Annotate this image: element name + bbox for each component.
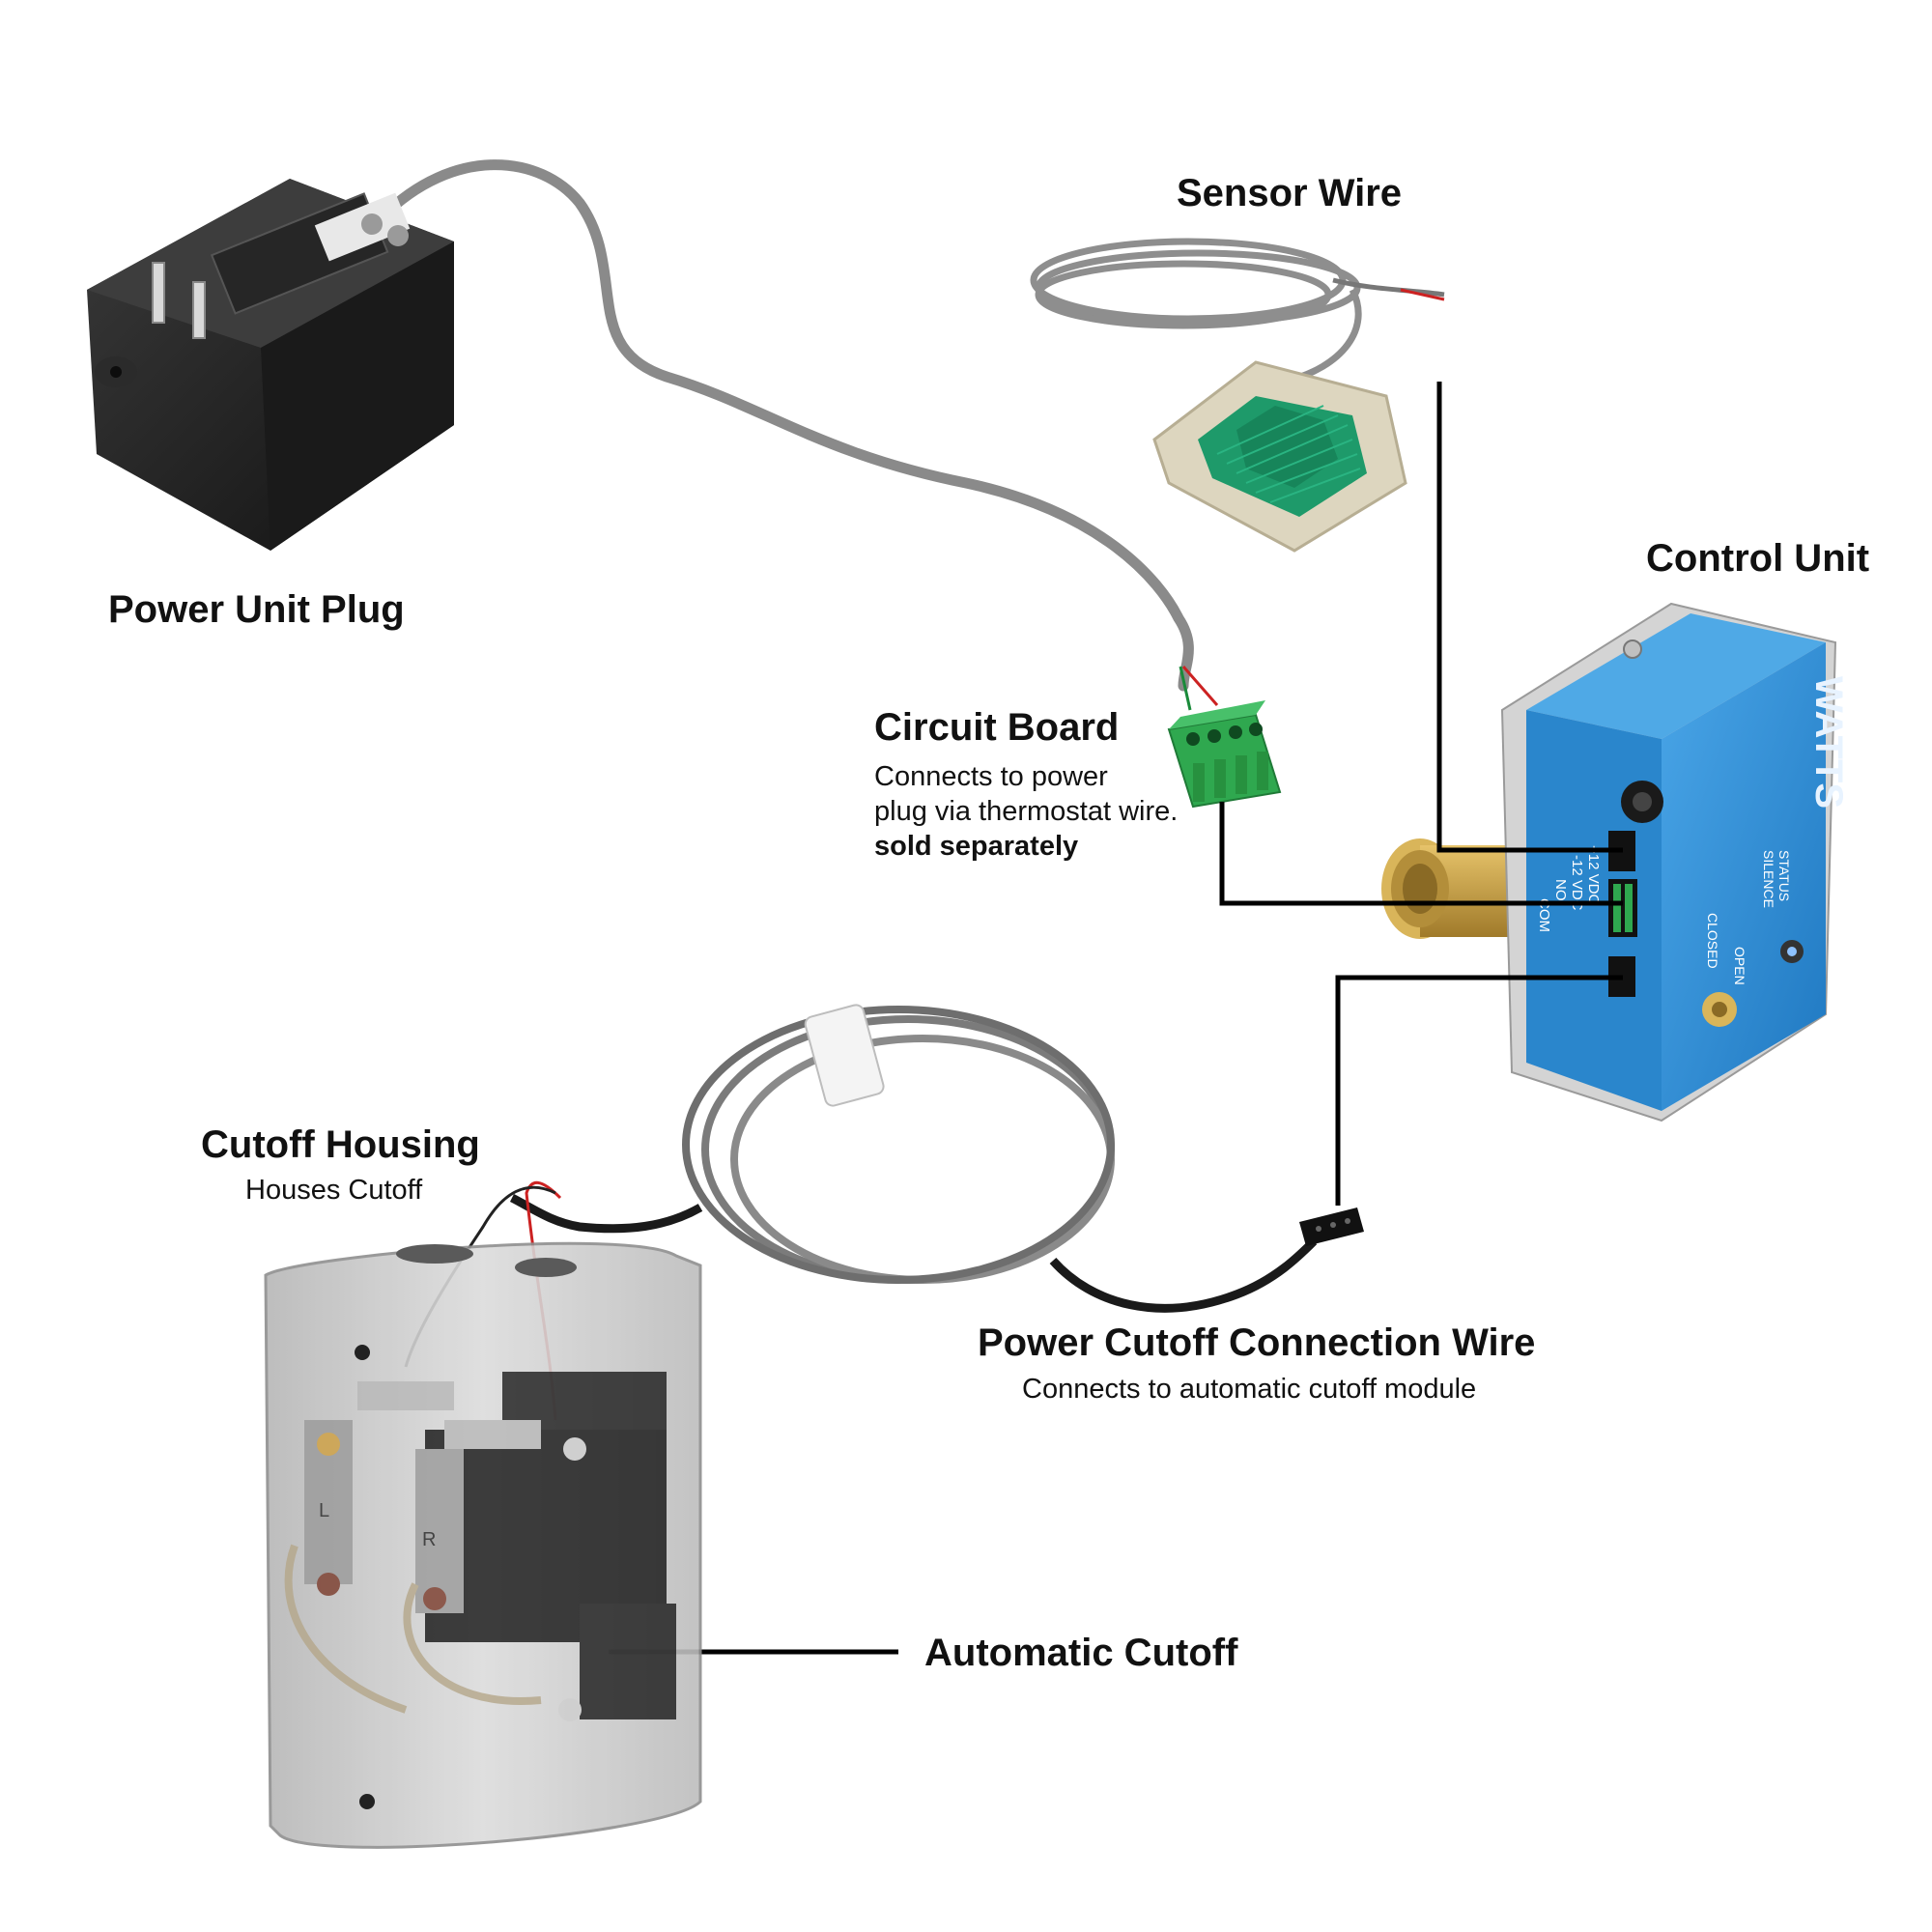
port-label-plus12: +12 VDC [1585, 845, 1602, 904]
port-label-no: NO [1552, 879, 1569, 901]
cutoff-wire-to-control-unit-line [1335, 975, 1623, 1206]
power-plug-cable [376, 159, 1194, 692]
control-unit-icon [1500, 602, 1837, 1122]
automatic-cutoff-label: Automatic Cutoff [924, 1632, 1238, 1674]
valve-label-open: OPEN [1732, 947, 1747, 985]
valve-label-closed: CLOSED [1705, 913, 1720, 969]
power-cutoff-wire-plug-icon [1299, 1208, 1364, 1246]
port-label-com: COM [1536, 898, 1552, 932]
port-label-minus12: -12 VDC [1569, 855, 1585, 911]
circuit-board-desc-line2: plug via thermostat wire. [874, 796, 1179, 827]
sensor-wire-to-control-unit-line [1436, 382, 1623, 853]
control-unit-label: Control Unit [1646, 537, 1870, 580]
button-label-status: STATUS [1776, 850, 1792, 901]
sensor-wire-red-lead [1400, 288, 1445, 301]
cutoff-housing-title: Cutoff Housing [201, 1123, 480, 1166]
cutoff-housing-subtitle: Houses Cutoff [245, 1175, 423, 1206]
relay-terminal-r: R [422, 1529, 436, 1550]
sensor-wire-label: Sensor Wire [1177, 172, 1403, 214]
circuit-board-connector-icon [1167, 700, 1282, 809]
power-cutoff-wire-tag-icon [804, 1004, 885, 1107]
power-cutoff-wire-subtitle: Connects to automatic cutoff module [1022, 1374, 1477, 1405]
brand-logo: WATTS [1807, 676, 1850, 809]
circuit-board-desc-line3: sold separately [874, 831, 1079, 862]
sensor-pad-icon [1152, 360, 1407, 553]
circuit-board-title: Circuit Board [874, 706, 1120, 749]
power-unit-plug-label: Power Unit Plug [108, 588, 405, 631]
automatic-cutoff-relay-icon [284, 1372, 676, 1721]
relay-terminal-l: L [319, 1500, 329, 1521]
power-unit-plug-icon [87, 179, 454, 551]
circuit-board-desc-line1: Connects to power [874, 761, 1108, 792]
circuit-board-red-lead [1181, 666, 1219, 706]
circuit-board-green-lead [1179, 666, 1192, 711]
power-cutoff-wire-title: Power Cutoff Connection Wire [978, 1321, 1536, 1364]
button-label-silence: SILENCE [1761, 850, 1776, 908]
circuit-board-to-control-unit-line [1219, 802, 1623, 906]
power-cutoff-wire-coil-icon [509, 1006, 1318, 1313]
